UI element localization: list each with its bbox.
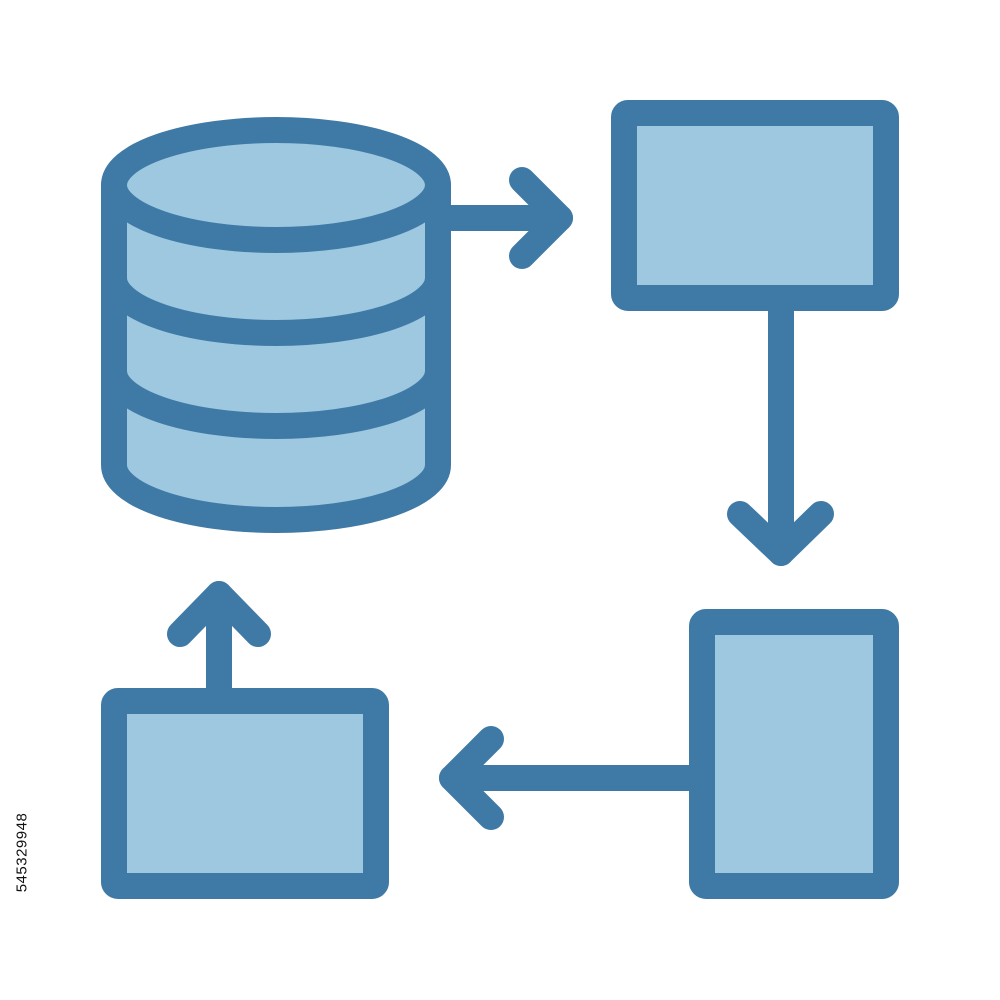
database-icon: [101, 117, 451, 533]
box-top-right: [611, 100, 899, 311]
database-band-1: [101, 265, 451, 346]
arrow-left-icon: [439, 726, 715, 830]
arrow-down-icon: [727, 285, 834, 566]
arrow-right-icon: [425, 167, 573, 269]
database-band-2: [101, 358, 451, 439]
stock-id-label: 545329948: [2, 757, 42, 947]
box-bottom-left: [101, 688, 389, 899]
arrow-up-icon: [167, 581, 271, 714]
box-bottom-right: [689, 609, 899, 899]
stock-id-text: 545329948: [13, 812, 31, 892]
